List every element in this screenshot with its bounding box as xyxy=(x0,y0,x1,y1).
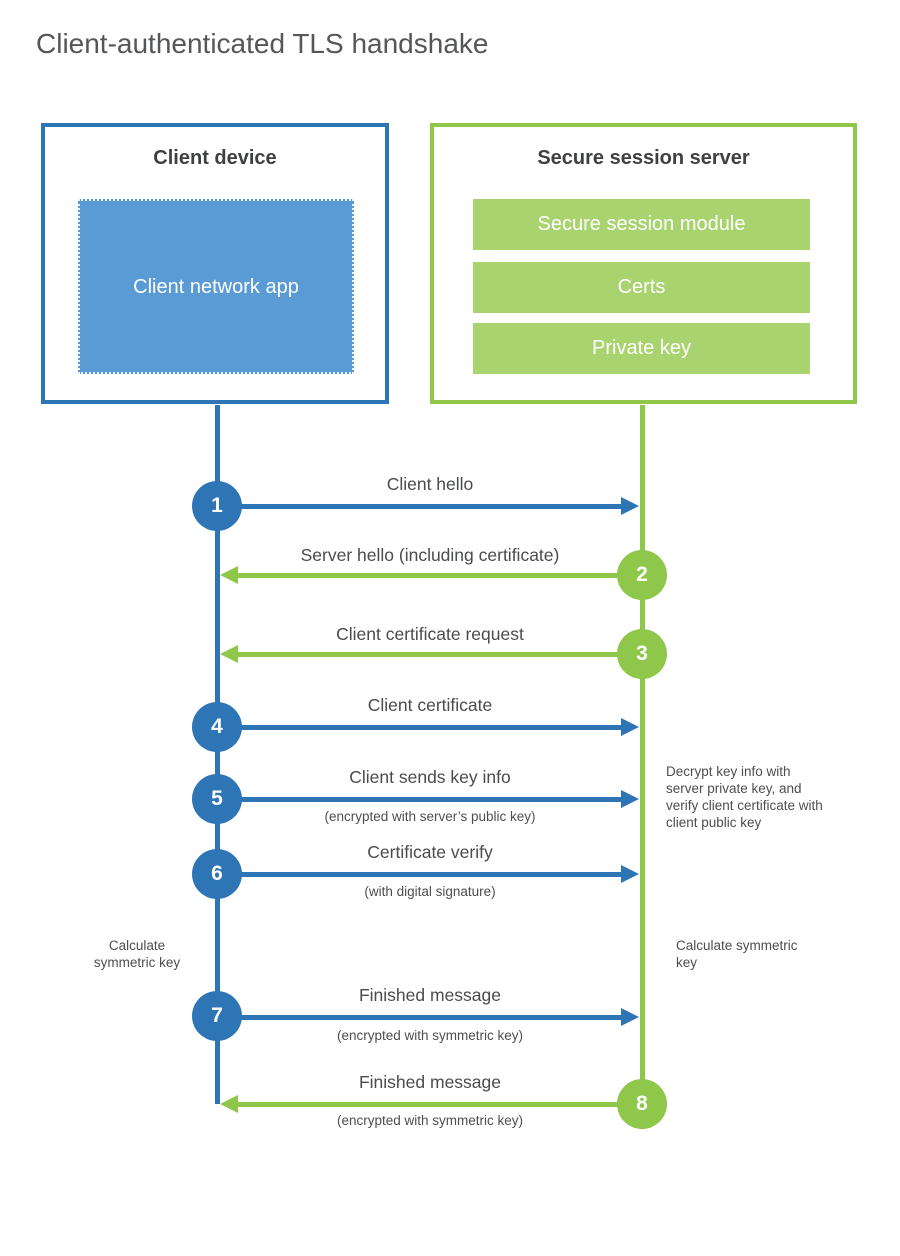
page-title: Client-authenticated TLS handshake xyxy=(36,28,489,59)
message-arrow xyxy=(236,652,642,657)
calculate-symmetric-key-note-client: Calculate symmetric key xyxy=(93,938,181,970)
arrowhead-right-icon xyxy=(621,1008,639,1026)
message-sublabel: (encrypted with server’s public key) xyxy=(324,809,536,824)
arrowhead-right-icon xyxy=(621,497,639,515)
message-arrow xyxy=(219,1015,623,1020)
client-network-app-box: Client network app xyxy=(78,199,354,374)
server-module-label: Certs xyxy=(617,276,666,298)
step-badge: 3 xyxy=(617,629,667,679)
step-number: 2 xyxy=(636,563,648,586)
step-badge: 7 xyxy=(192,991,242,1041)
calculate-symmetric-key-note-server: Calculate symmetric key xyxy=(676,938,798,970)
step-badge: 1 xyxy=(192,481,242,531)
step-number: 3 xyxy=(636,642,648,665)
arrowhead-right-icon xyxy=(621,718,639,736)
step-number: 7 xyxy=(211,1004,223,1027)
secure-session-server-title: Secure session server xyxy=(537,147,750,169)
message-label: Certificate verify xyxy=(367,842,493,862)
step-badge: 4 xyxy=(192,702,242,752)
step-number: 4 xyxy=(211,715,223,738)
message-arrow xyxy=(219,797,623,802)
message-label: Finished message xyxy=(358,985,502,1005)
step-badge: 6 xyxy=(192,849,242,899)
step-badge: 2 xyxy=(617,550,667,600)
message-arrow xyxy=(236,573,642,578)
message-sublabel: (encrypted with symmetric key) xyxy=(336,1113,524,1128)
arrowhead-right-icon xyxy=(621,865,639,883)
server-lifeline xyxy=(640,405,645,1129)
message-label: Finished message xyxy=(358,1072,502,1092)
message-label: Server hello (including certificate) xyxy=(300,545,560,565)
server-module-bar: Private key xyxy=(473,323,810,374)
arrowhead-left-icon xyxy=(220,645,238,663)
step-badge: 5 xyxy=(192,774,242,824)
step-number: 8 xyxy=(636,1092,648,1115)
client-lifeline xyxy=(215,405,220,1104)
server-module-bar: Secure session module xyxy=(473,199,810,250)
arrowhead-left-icon xyxy=(220,566,238,584)
message-label: Client hello xyxy=(386,474,474,494)
arrowhead-right-icon xyxy=(621,790,639,808)
step-number: 6 xyxy=(211,862,223,885)
step-number: 1 xyxy=(211,494,223,517)
server-module-bar: Certs xyxy=(473,262,810,313)
decrypt-key-note: Decrypt key info with server private key… xyxy=(666,764,823,830)
step-number: 5 xyxy=(211,787,223,810)
message-label: Client certificate xyxy=(367,695,493,715)
message-sublabel: (with digital signature) xyxy=(364,884,496,899)
server-module-label: Private key xyxy=(592,337,691,359)
server-module-label: Secure session module xyxy=(537,213,746,235)
message-arrow xyxy=(236,1102,642,1107)
message-arrow xyxy=(219,725,623,730)
message-sublabel: (encrypted with symmetric key) xyxy=(336,1028,524,1043)
message-arrow xyxy=(219,504,623,509)
message-arrow xyxy=(219,872,623,877)
client-device-title: Client device xyxy=(153,147,277,169)
client-app-label: Client network app xyxy=(133,275,299,298)
step-badge: 8 xyxy=(617,1079,667,1129)
arrowhead-left-icon xyxy=(220,1095,238,1113)
message-label: Client certificate request xyxy=(336,624,524,644)
message-label: Client sends key info xyxy=(349,767,511,787)
